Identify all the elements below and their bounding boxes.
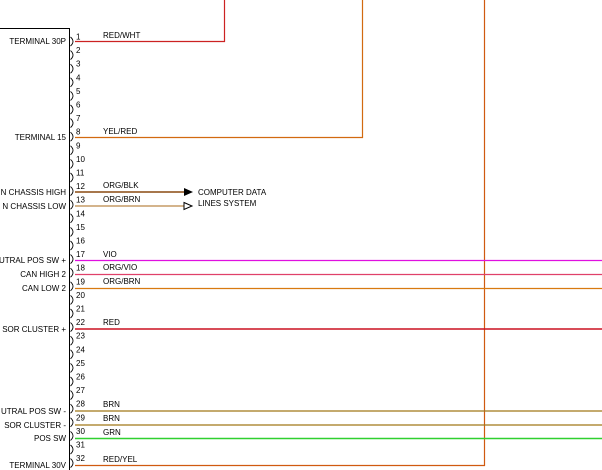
- pin-number-29: 29: [76, 413, 85, 422]
- pin-7-glyph: [70, 118, 74, 128]
- wire-label-pin-17: VIO: [103, 250, 117, 259]
- pin-9-glyph: [70, 145, 74, 156]
- pin-4-glyph: [70, 77, 74, 88]
- pin-number-17: 17: [76, 250, 85, 259]
- pin-number-32: 32: [76, 454, 85, 463]
- pin-15-glyph: [70, 227, 74, 237]
- pin-number-18: 18: [76, 264, 85, 273]
- pin-number-15: 15: [76, 223, 85, 232]
- pin-number-19: 19: [76, 277, 85, 286]
- pin-number-13: 13: [76, 196, 85, 205]
- pin-21-glyph: [70, 308, 74, 319]
- pin-26-glyph: [70, 376, 74, 387]
- pin-2-glyph: [70, 50, 74, 60]
- pin-number-10: 10: [76, 155, 85, 164]
- destination-label-line-1: COMPUTER DATA: [198, 188, 267, 197]
- wire-label-pin-18: ORG/VIO: [103, 263, 137, 272]
- pin-number-28: 28: [76, 400, 85, 409]
- pin-number-20: 20: [76, 291, 85, 300]
- pin-number-24: 24: [76, 345, 85, 354]
- pin-13-glyph: [70, 199, 74, 210]
- wire-label-pin-28: BRN: [103, 400, 120, 409]
- terminal-label-pin-29: SOR CLUSTER -: [4, 421, 66, 430]
- pin-17-glyph: [70, 254, 74, 264]
- pin-number-16: 16: [76, 237, 85, 246]
- destination-label-line-2: LINES SYSTEM: [198, 199, 257, 208]
- pin-6-glyph: [70, 104, 74, 115]
- pin-23-glyph: [70, 335, 74, 346]
- connector-pin-glyphs: [70, 36, 74, 468]
- terminal-label-pin-13: N CHASSIS LOW: [2, 202, 66, 211]
- terminal-label-pin-8: TERMINAL 15: [15, 133, 67, 142]
- pin-number-1: 1: [76, 33, 81, 42]
- pin-number-5: 5: [76, 87, 81, 96]
- terminal-label-pin-28: UTRAL POS SW -: [1, 407, 66, 416]
- pin-number-14: 14: [76, 209, 85, 218]
- pin-10-glyph: [70, 159, 74, 169]
- pin-32-glyph: [70, 458, 74, 468]
- wire-label-pin-22: RED: [103, 318, 120, 327]
- pin-14-glyph: [70, 213, 74, 224]
- wire-label-pin-19: ORG/BRN: [103, 277, 141, 286]
- terminal-label-pin-22: SOR CLUSTER +: [2, 325, 66, 334]
- terminal-label-pin-19: CAN LOW 2: [22, 284, 67, 293]
- pin-number-9: 9: [76, 141, 81, 150]
- pin-number-11: 11: [76, 169, 85, 178]
- pin-12-glyph: [70, 186, 74, 196]
- pin-number-22: 22: [76, 318, 85, 327]
- arrow-pin-12: [184, 188, 193, 196]
- pin-11-glyph: [70, 172, 74, 183]
- arrow-pin-13: [183, 201, 194, 211]
- pin-number-2: 2: [76, 46, 81, 55]
- terminal-label-pin-30: POS SW: [34, 434, 66, 443]
- pin-number-7: 7: [76, 114, 81, 123]
- pin-number-30: 30: [76, 427, 85, 436]
- pin-18-glyph: [70, 267, 74, 278]
- pin-number-23: 23: [76, 332, 85, 341]
- connector-pin-numbers: 1234567891011121314151617181920212223242…: [76, 33, 85, 464]
- wire-label-pin-8: YEL/RED: [103, 127, 137, 136]
- pin-19-glyph: [70, 281, 74, 292]
- pin-number-4: 4: [76, 73, 81, 82]
- pin-number-21: 21: [76, 305, 85, 314]
- terminal-label-pin-1: TERMINAL 30P: [9, 37, 66, 46]
- terminal-label-pin-12: N CHASSIS HIGH: [1, 188, 67, 197]
- wire-label-pin-1: RED/WHT: [103, 31, 140, 40]
- pin-1-glyph: [70, 36, 74, 47]
- pin-22-glyph: [70, 322, 74, 332]
- pin-16-glyph: [70, 240, 74, 251]
- wire-label-pin-30: GRN: [103, 428, 121, 437]
- wire-label-pin-12: ORG/BLK: [103, 181, 139, 190]
- pin-number-31: 31: [76, 441, 85, 450]
- pin-31-glyph: [70, 444, 74, 455]
- pin-28-glyph: [70, 403, 74, 414]
- terminal-label-pin-18: CAN HIGH 2: [20, 270, 66, 279]
- terminal-label-pin-17: UTRAL POS SW +: [0, 256, 66, 265]
- pin-8-glyph: [70, 131, 74, 142]
- pin-5-glyph: [70, 91, 74, 101]
- wire-label-pin-32: RED/YEL: [103, 455, 138, 464]
- pin-number-6: 6: [76, 101, 81, 110]
- pin-30-glyph: [70, 431, 74, 441]
- pin-number-27: 27: [76, 386, 85, 395]
- pin-20-glyph: [70, 295, 74, 305]
- terminal-label-pin-32: TERMINAL 30V: [9, 461, 66, 470]
- pin-25-glyph: [70, 363, 74, 373]
- pin-number-25: 25: [76, 359, 85, 368]
- pin-number-8: 8: [76, 128, 81, 137]
- wire-label-pin-29: BRN: [103, 414, 120, 423]
- pin-number-12: 12: [76, 182, 85, 191]
- pin-27-glyph: [70, 390, 74, 400]
- pin-number-3: 3: [76, 60, 81, 69]
- pin-29-glyph: [70, 417, 74, 428]
- pin-24-glyph: [70, 349, 74, 360]
- wire-label-pin-13: ORG/BRN: [103, 195, 141, 204]
- pin-number-26: 26: [76, 373, 85, 382]
- pin-3-glyph: [70, 63, 74, 74]
